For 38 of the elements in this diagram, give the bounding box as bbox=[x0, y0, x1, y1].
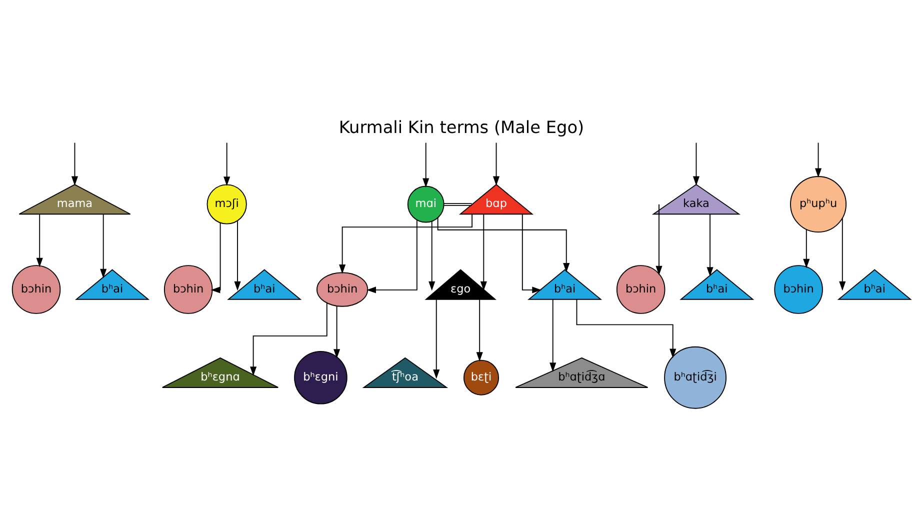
node-ellipse: bɔhin bbox=[316, 272, 368, 306]
arrow bbox=[433, 298, 440, 378]
connector bbox=[444, 202, 472, 206]
arrow bbox=[522, 213, 542, 293]
arrow bbox=[550, 298, 556, 372]
arrow bbox=[492, 142, 500, 186]
node-circle: pʰupʰu bbox=[790, 176, 847, 232]
arrow bbox=[656, 203, 662, 275]
arrow bbox=[366, 219, 418, 293]
node-circle: bʰɑʈid͡ʒi bbox=[664, 346, 727, 408]
node-circle: mɔʃi bbox=[206, 184, 247, 224]
arrow bbox=[100, 213, 107, 278]
arrow bbox=[815, 142, 822, 178]
arrow bbox=[339, 213, 473, 274]
arrow bbox=[476, 298, 483, 361]
arrow bbox=[36, 213, 43, 267]
arrow bbox=[250, 302, 328, 376]
node-circle: bɔhin bbox=[12, 264, 61, 314]
arrow bbox=[706, 213, 714, 276]
node-circle: bɔhin bbox=[164, 264, 213, 314]
arrow bbox=[422, 142, 430, 188]
arrow bbox=[692, 142, 700, 186]
node-circle: bʰɛgni bbox=[294, 350, 348, 404]
arrow bbox=[224, 142, 230, 186]
arrow bbox=[839, 217, 846, 290]
arrow bbox=[334, 305, 340, 358]
arrow bbox=[437, 216, 570, 272]
arrow bbox=[210, 222, 221, 293]
arrow bbox=[803, 228, 810, 268]
node-circle: mɑi bbox=[407, 185, 444, 222]
arrow bbox=[428, 220, 436, 290]
node-circle: bɔhin bbox=[774, 264, 823, 314]
arrow bbox=[234, 220, 241, 290]
arrow bbox=[480, 213, 487, 290]
arrow bbox=[71, 142, 78, 186]
diagram-title: Kurmali Kin terms (Male Ego) bbox=[338, 116, 584, 137]
node-circle: bɛʈi bbox=[463, 359, 500, 395]
arrow bbox=[576, 298, 676, 358]
